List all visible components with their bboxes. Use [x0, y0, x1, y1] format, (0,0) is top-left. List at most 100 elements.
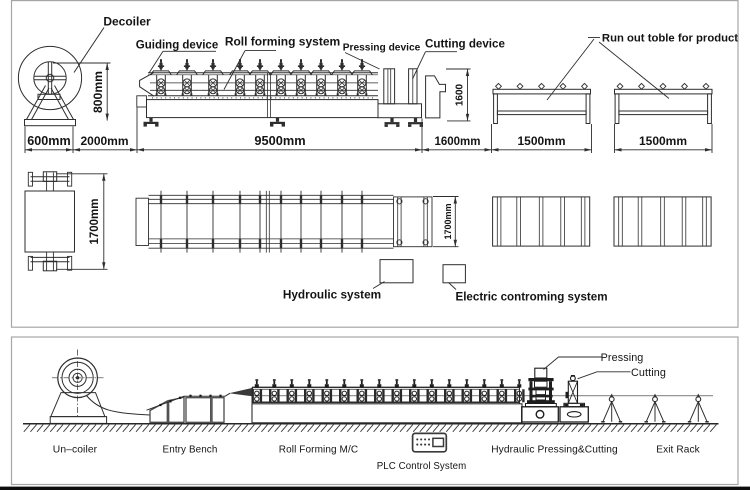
roll-forming-machine-side-view	[136, 71, 379, 119]
top-panel-frame	[10, 0, 739, 328]
exit-rack-schematic	[601, 393, 709, 423]
station-schematic	[286, 379, 298, 403]
entry-bench-rollers	[159, 394, 222, 407]
cutting-device-label: Cutting device	[425, 38, 505, 51]
dim-1600v-text: 1600	[455, 83, 466, 106]
dim-decoiler-plan-width: 1700mm	[56, 173, 108, 270]
roller-stations-side-view	[150, 59, 373, 96]
dim-1700L-text: 1700mm	[89, 198, 101, 244]
decoiler-label: Decoiler	[103, 15, 151, 29]
roller-station	[176, 59, 198, 96]
station-schematic	[409, 379, 420, 403]
roll-forming-system-label: Roll forming system	[225, 35, 340, 49]
dim-600-text: 600mm	[27, 134, 70, 148]
cutting-label: Cutting	[631, 367, 666, 379]
plan-roller-shaft	[211, 190, 215, 253]
dim-machine-height: 1600	[446, 68, 471, 122]
exit-rack-tripod	[644, 393, 666, 423]
machine-plan-view	[135, 190, 433, 253]
runout-table-side	[614, 82, 713, 125]
station-schematic	[374, 379, 385, 403]
hydraulic-cutting-label: Hydraulic Pressing&Cutting	[491, 445, 618, 456]
press-base-blocks	[521, 406, 589, 423]
bench-roller-dot	[209, 394, 212, 397]
station-schematic	[426, 379, 438, 403]
roller-station	[249, 59, 271, 96]
roller-station	[290, 59, 312, 96]
electric-control-system: Electric controming system	[442, 264, 608, 304]
dim-1500a-text: 1500mm	[517, 134, 565, 148]
decoiler-front-view	[17, 45, 83, 127]
plan-roller-shaft	[340, 190, 344, 253]
station-schematic	[461, 379, 473, 403]
machine-foot	[270, 117, 285, 127]
plan-roller-shaft	[279, 190, 283, 253]
runout-tables-side-view	[492, 82, 713, 125]
roller-station	[229, 59, 251, 96]
plan-roller-shaft	[258, 190, 262, 253]
runout-table-plan	[492, 196, 591, 247]
machine-foot	[408, 117, 423, 127]
entry-bench-label: Entry Bench	[163, 445, 218, 456]
roller-stations-schematic	[251, 379, 525, 403]
bench-roller-dot	[189, 394, 192, 397]
runout-table-plan	[613, 196, 712, 247]
hydraulic-system-label: Hydroulic system	[283, 288, 381, 302]
press-callouts	[543, 356, 631, 380]
bench-roller-dot	[169, 400, 172, 403]
electric-control-label: Electric controming system	[455, 291, 607, 304]
bench-roller-dot	[199, 394, 202, 397]
bench-roller-dot	[159, 403, 162, 407]
bottom-black-bar	[0, 486, 750, 490]
dim-2000-text: 2000mm	[80, 134, 128, 148]
ground-hatching	[23, 424, 717, 433]
exit-rack-tripod	[687, 393, 709, 423]
station-schematic	[356, 379, 368, 403]
plan-roller-shaft	[159, 190, 163, 253]
station-schematic	[391, 379, 403, 403]
roller-station	[150, 59, 172, 96]
decoiler-callout: Decoiler	[73, 15, 151, 73]
machine-foot	[384, 117, 400, 127]
plan-roller-shaft	[185, 190, 189, 253]
uncoiler-schematic	[49, 349, 151, 424]
plc-panel-icon	[411, 432, 448, 453]
machine-plan-roller-shafts	[159, 190, 364, 253]
runout-tables-plan-view	[492, 196, 712, 247]
roller-station	[202, 59, 224, 96]
dim-1700R-text: 1700mm	[443, 203, 453, 239]
uncoiler-label: Un–coiler	[53, 445, 98, 456]
plan-roller-shaft	[238, 190, 242, 253]
dim-1600-text: 1600mm	[434, 136, 480, 148]
cutting-device-side-view	[425, 75, 446, 119]
station-schematic	[251, 379, 263, 403]
dim-800-text: 800mm	[91, 71, 105, 113]
roll-forming-mc-label: Roll Forming M/C	[279, 445, 358, 456]
station-schematic	[479, 379, 490, 403]
entry-bench-schematic	[146, 387, 253, 423]
dim-1500b-text: 1500mm	[639, 134, 687, 148]
runout-table-side	[492, 82, 591, 125]
pressing-label: Pressing	[601, 352, 644, 364]
roller-station	[270, 59, 292, 96]
dim-9500-text: 9500mm	[254, 133, 305, 148]
hydraulic-system: Hydroulic system	[283, 259, 414, 302]
pressing-device-label: Pressing device	[343, 43, 421, 54]
dim-machine-plan-width: 1700mm	[433, 196, 459, 248]
machine-feet	[143, 117, 423, 127]
machine-foot	[143, 117, 159, 127]
bench-roller-dot	[178, 396, 182, 399]
guiding-device-label: Guiding device	[136, 40, 218, 52]
cutting-unit-schematic	[563, 375, 586, 408]
plc-label: PLC Control System	[377, 461, 467, 472]
plan-roller-shaft	[319, 190, 323, 253]
pressing-unit-schematic	[525, 367, 557, 408]
station-schematic	[339, 379, 350, 403]
decoiler-plan-view	[24, 171, 75, 272]
station-schematic	[304, 379, 315, 403]
station-schematic	[496, 379, 508, 403]
plan-roller-shaft	[299, 190, 303, 253]
bottom-panel-frame	[10, 336, 739, 486]
station-schematic	[514, 379, 525, 403]
